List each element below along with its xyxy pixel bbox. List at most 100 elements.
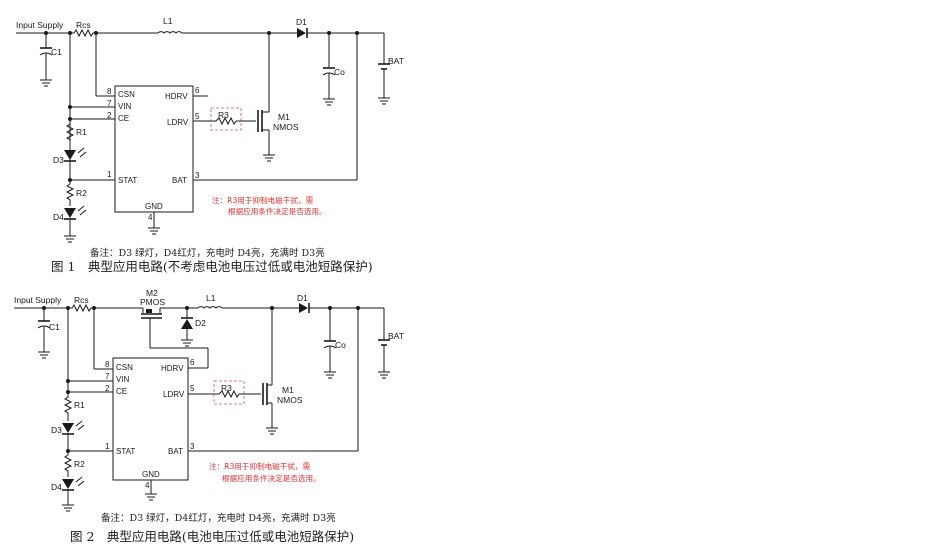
pin-num-1: 1 xyxy=(107,170,112,179)
r1-label: R1 xyxy=(74,400,85,410)
input-supply-label: Input Supply xyxy=(14,295,62,305)
r3-label: R3 xyxy=(221,383,232,393)
r2-resistor xyxy=(65,183,75,206)
ground-icon xyxy=(181,339,193,347)
m1-nmos-transistor xyxy=(262,308,273,428)
m1-label: M1 xyxy=(278,112,290,122)
ground-icon xyxy=(323,98,335,106)
m2-pmos-transistor xyxy=(140,307,162,348)
m2-label: M2 xyxy=(146,288,158,298)
pin-gnd: GND xyxy=(145,202,163,211)
figure1-caption: 图 1 典型应用电路(不考虑电池电压过低或电池短路保护) xyxy=(51,259,373,274)
c1-label: C1 xyxy=(51,47,62,57)
pin-num-7: 7 xyxy=(107,99,112,108)
pin-csn: CSN xyxy=(118,90,135,99)
nmos-label: NMOS xyxy=(277,395,303,405)
d2-diode xyxy=(181,319,193,329)
pin-num-1: 1 xyxy=(105,442,110,451)
pin-ce: CE xyxy=(116,387,127,396)
pin-bat: BAT xyxy=(172,176,187,185)
ground-icon xyxy=(145,493,157,501)
d1-label: D1 xyxy=(296,17,307,27)
l1-label: L1 xyxy=(163,16,173,26)
pin-num-6: 6 xyxy=(195,86,200,95)
r3-note-line1: 注：R3用于抑制电磁干扰，需 xyxy=(212,195,314,205)
ground-icon xyxy=(40,79,52,87)
l1-label: L1 xyxy=(206,293,216,303)
co-label: Co xyxy=(334,67,345,77)
pin-hdrv: HDRV xyxy=(165,92,188,101)
input-supply-label: Input Supply xyxy=(16,20,64,30)
figure2-caption: 图 2 典型应用电路(电池电压过低或电池短路保护) xyxy=(70,529,354,544)
r1-resistor xyxy=(65,122,75,148)
r3-note-line1: 注：R3用于抑制电磁干扰，需 xyxy=(209,461,311,471)
r3-resistor xyxy=(218,389,240,399)
ground-icon xyxy=(148,227,160,235)
d3-led xyxy=(64,150,76,160)
r2-label: R2 xyxy=(76,188,87,198)
pin-vin: VIN xyxy=(118,102,132,111)
pin-num-2: 2 xyxy=(105,384,110,393)
pin-gnd: GND xyxy=(142,470,160,479)
pin-num-8: 8 xyxy=(105,360,110,369)
r3-note-line2: 根据应用条件决定是否选用。 xyxy=(228,206,327,216)
r1-label: R1 xyxy=(76,127,87,137)
l1-inductor xyxy=(157,31,183,34)
r1-resistor xyxy=(63,394,73,421)
pin-stat: STAT xyxy=(116,447,135,456)
figure2-remark: 备注：D3 绿灯，D4红灯，充电时 D4亮，充满时 D3亮 xyxy=(101,512,336,524)
r3-note-line2: 根据应用条件决定是否选用。 xyxy=(222,473,321,483)
figure-2: Input Supply Rcs M2 PMOS D2 xyxy=(14,288,404,544)
ground-icon xyxy=(378,97,390,105)
pin-num-4: 4 xyxy=(145,481,150,490)
ground-icon xyxy=(64,235,76,243)
pin-csn: CSN xyxy=(116,363,133,372)
ground-icon xyxy=(38,351,50,359)
ground-icon xyxy=(324,371,336,379)
ground-icon xyxy=(378,371,390,379)
ground-icon xyxy=(62,504,74,512)
pin-num-2: 2 xyxy=(107,111,112,120)
rcs-resistor xyxy=(68,303,94,313)
pin-bat: BAT xyxy=(168,447,183,456)
m1-label: M1 xyxy=(282,385,294,395)
d4-led xyxy=(62,479,74,489)
ground-icon xyxy=(266,427,278,435)
d4-led xyxy=(64,208,76,218)
r3-optional-box xyxy=(210,107,242,131)
co-label: Co xyxy=(335,340,346,350)
r2-label: R2 xyxy=(74,459,85,469)
bat-label: BAT xyxy=(388,56,404,66)
pin-hdrv: HDRV xyxy=(161,364,184,373)
pin-num-4: 4 xyxy=(148,213,153,222)
d1-diode xyxy=(297,28,306,38)
bat-label: BAT xyxy=(388,331,404,341)
d3-label: D3 xyxy=(53,155,64,165)
pin-num-7: 7 xyxy=(105,372,110,381)
r2-resistor xyxy=(63,454,73,477)
r3-label: R3 xyxy=(218,110,229,120)
r3-optional-box xyxy=(213,380,245,405)
d2-label: D2 xyxy=(195,318,206,328)
d3-label: D3 xyxy=(51,425,62,435)
d1-diode xyxy=(299,303,308,313)
d1-label: D1 xyxy=(297,293,308,303)
r3-resistor xyxy=(215,116,237,126)
pin-num-5: 5 xyxy=(195,112,200,121)
figure-1: Input Supply Rcs L1 D1 C1 Co xyxy=(16,16,404,274)
pin-ldrv: LDRV xyxy=(167,118,189,127)
rcs-resistor xyxy=(70,28,96,38)
pin-num-3: 3 xyxy=(190,442,195,451)
pin-stat: STAT xyxy=(118,176,137,185)
d3-led xyxy=(62,423,74,433)
pin-num-8: 8 xyxy=(107,87,112,96)
ground-icon xyxy=(263,154,275,162)
pin-num-5: 5 xyxy=(190,384,195,393)
pin-ldrv: LDRV xyxy=(163,390,185,399)
pin-num-3: 3 xyxy=(195,171,200,180)
m1-nmos-transistor xyxy=(257,33,270,155)
pin-num-6: 6 xyxy=(190,358,195,367)
rcs-label: Rcs xyxy=(74,295,89,305)
figure1-remark: 备注：D3 绿灯，D4红灯，充电时 D4亮，充满时 D3亮 xyxy=(90,247,325,259)
